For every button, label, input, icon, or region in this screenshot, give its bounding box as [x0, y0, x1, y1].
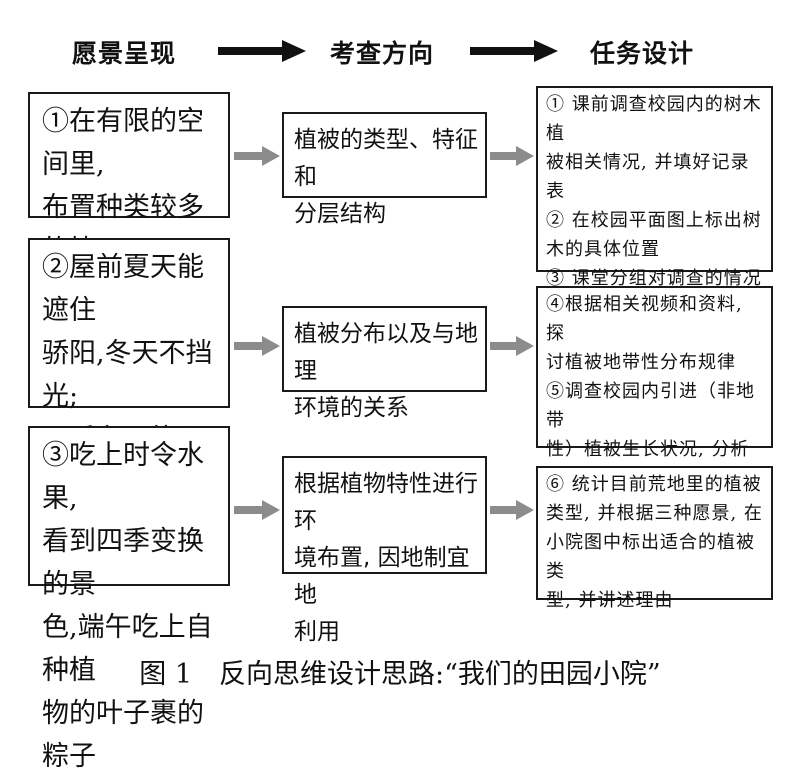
header-tasks: 任务设计 — [590, 39, 695, 68]
wish-box-2: ②屋前夏天能遮住 骄阳,冬天不挡光; 屋后冬天能阻挡冷 风, 好打扫 — [28, 238, 230, 541]
direction-box-2: 植被分布以及与地理 环境的关系 — [282, 306, 487, 421]
header-arrow-right-icon — [218, 40, 306, 62]
header-directions: 考查方向 — [330, 39, 435, 68]
flow-arrow-icon — [490, 146, 534, 166]
direction-box-1: 植被的类型、特征和 分层结构 — [282, 112, 487, 227]
wish-box-3: ③吃上时令水果, 看到四季变换的景 色,端午吃上自种植 物的叶子裹的粽子 — [28, 426, 230, 772]
header-wishes: 愿景呈现 — [72, 39, 177, 68]
flow-arrow-icon — [490, 500, 534, 520]
flow-arrow-icon — [490, 336, 534, 356]
header-arrow-right-icon — [470, 40, 558, 62]
flow-arrow-icon — [234, 500, 280, 520]
direction-box-3: 根据植物特性进行环 境布置, 因地制宜地 利用 — [282, 456, 487, 645]
flow-arrow-icon — [234, 146, 280, 166]
task-box-1: ① 课前调查校园内的树木植 被相关情况, 并填好记录表 ② 在校园平面图上标出树… — [536, 86, 773, 318]
flow-arrow-icon — [234, 336, 280, 356]
task-box-3: ⑥ 统计目前荒地里的植被 类型, 并根据三种愿景, 在 小院图中标出适合的植被类… — [536, 466, 773, 611]
wish-box-1: ①在有限的空间里, 布置种类较多的植 物景观 — [28, 92, 230, 309]
task-box-2: ④根据相关视频和资料, 探 讨植被地带性分布规律 ⑤调查校园内引进（非地带 性）… — [536, 286, 773, 518]
figure-caption: 图 1 反向思维设计思路:“我们的田园小院” — [139, 659, 661, 690]
